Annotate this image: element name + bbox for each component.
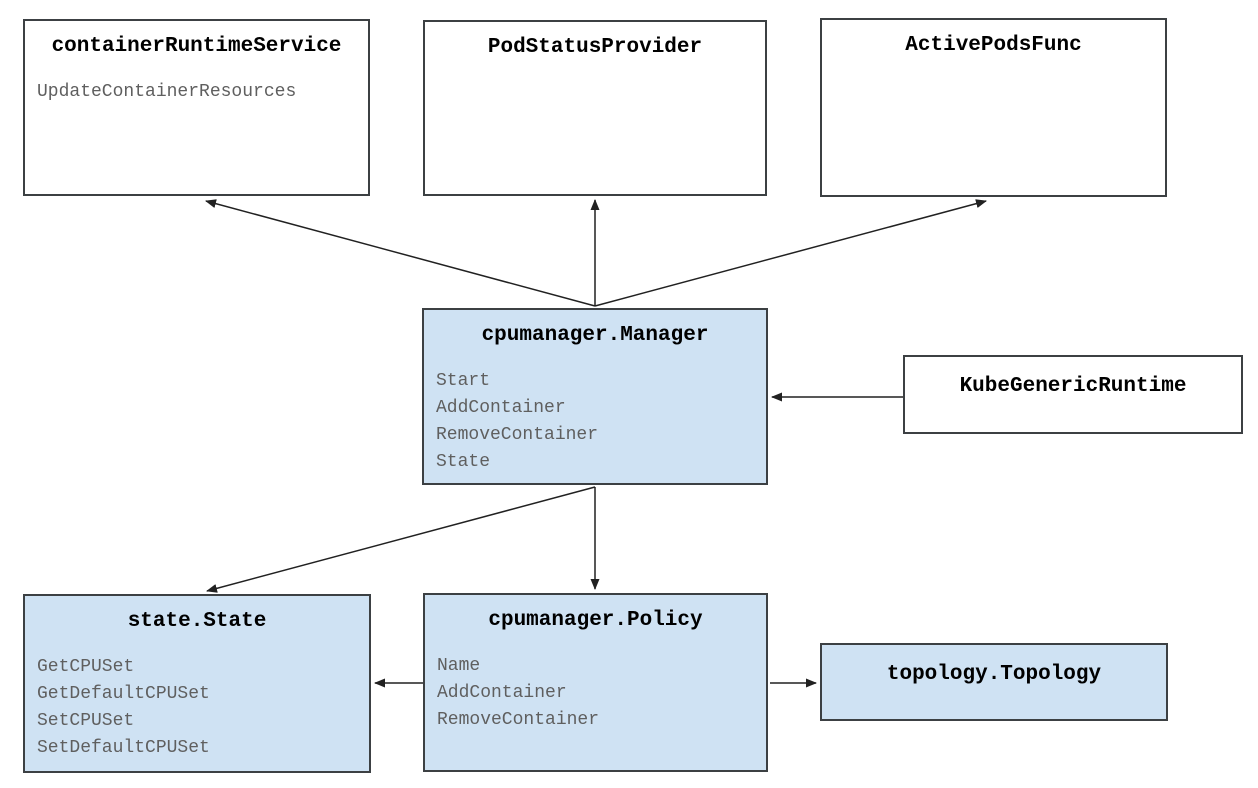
node-kube-generic-runtime: KubeGenericRuntime (903, 355, 1243, 434)
node-title: cpumanager.Policy (488, 609, 703, 632)
node-title: ActivePodsFunc (905, 34, 1082, 57)
node-method: SetDefaultCPUSet (37, 738, 210, 758)
arrow-manager-to-container-runtime-service (205, 199, 596, 307)
node-topology-topology: topology.Topology (820, 643, 1168, 721)
node-title: state.State (127, 610, 267, 633)
node-method: RemoveContainer (436, 425, 599, 445)
node-method: State (436, 452, 491, 472)
node-method: AddContainer (437, 683, 567, 703)
node-method: Start (436, 371, 491, 391)
arrow-manager-to-active-pods-func (594, 199, 987, 307)
node-method: GetDefaultCPUSet (37, 684, 210, 704)
node-cpumanager-policy: cpumanager.Policy Name AddContainer Remo… (423, 593, 768, 772)
node-method-list: UpdateContainerResources (25, 79, 368, 106)
node-title: containerRuntimeService (51, 35, 342, 58)
arrow-manager-to-state-state (206, 486, 596, 593)
node-method-list: GetCPUSet GetDefaultCPUSet SetCPUSet Set… (25, 654, 369, 762)
node-method-list: Name AddContainer RemoveContainer (425, 653, 766, 734)
node-title: PodStatusProvider (487, 36, 703, 59)
node-method-list: Start AddContainer RemoveContainer State (424, 368, 766, 476)
node-cpumanager-manager: cpumanager.Manager Start AddContainer Re… (422, 308, 768, 485)
node-title: topology.Topology (886, 663, 1102, 686)
node-state-state: state.State GetCPUSet GetDefaultCPUSet S… (23, 594, 371, 773)
node-method: RemoveContainer (437, 710, 600, 730)
node-method: AddContainer (436, 398, 566, 418)
node-title: cpumanager.Manager (481, 324, 709, 347)
node-active-pods-func: ActivePodsFunc (820, 18, 1167, 197)
node-method: Name (437, 656, 481, 676)
node-pod-status-provider: PodStatusProvider (423, 20, 767, 196)
node-method: GetCPUSet (37, 657, 135, 677)
node-container-runtime-service: containerRuntimeService UpdateContainerR… (23, 19, 370, 196)
node-method: UpdateContainerResources (37, 82, 297, 102)
node-title: KubeGenericRuntime (959, 375, 1187, 398)
node-method: SetCPUSet (37, 711, 135, 731)
